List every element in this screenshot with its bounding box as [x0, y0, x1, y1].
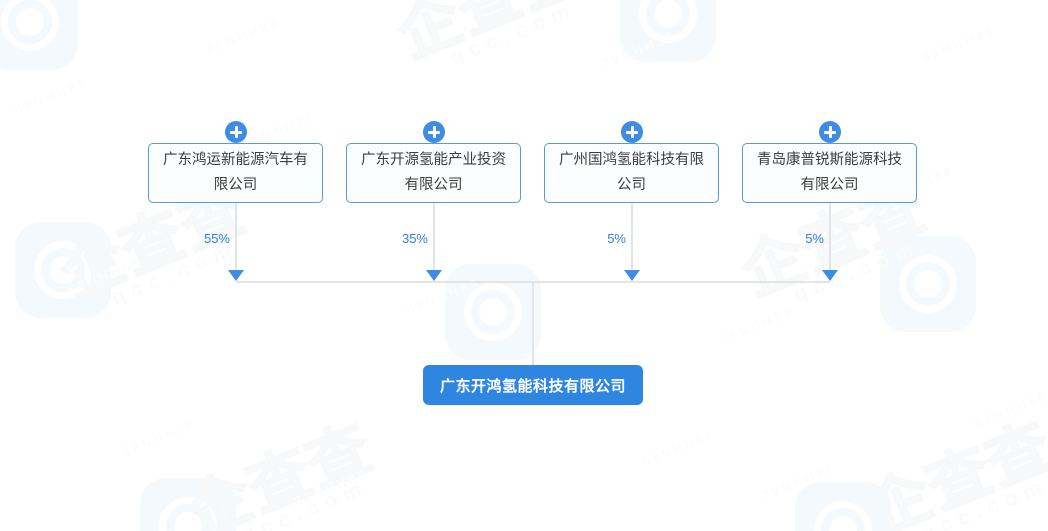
shareholder-node-2[interactable]: 广东开源氢能产业投资有限公司: [346, 143, 521, 203]
expand-node-button-1[interactable]: [225, 121, 247, 143]
connector-vertical-root: [532, 281, 534, 367]
shareholder-node-1[interactable]: 广东鸿运新能源汽车有限公司: [148, 143, 323, 203]
shareholder-node-label-1: 广东鸿运新能源汽车有限公司: [163, 152, 308, 193]
connector-vertical-4: [829, 203, 831, 271]
arrow-head-1: [228, 270, 244, 281]
ownership-percent-1: 55%: [203, 231, 230, 246]
arrow-head-3: [624, 270, 640, 281]
shareholder-node-3[interactable]: 广州国鸿氢能科技有限公司: [544, 143, 719, 203]
connector-vertical-1: [235, 203, 237, 271]
arrow-head-2: [426, 270, 442, 281]
connector-vertical-3: [631, 203, 633, 271]
shareholder-node-label-2: 广东开源氢能产业投资有限公司: [361, 152, 506, 193]
shareholder-node-label-3: 广州国鸿氢能科技有限公司: [559, 152, 704, 193]
shareholder-node-label-4: 青岛康普锐斯能源科技有限公司: [757, 152, 902, 193]
shareholder-node-4[interactable]: 青岛康普锐斯能源科技有限公司: [742, 143, 917, 203]
ownership-percent-2: 35%: [401, 231, 428, 246]
arrow-head-4: [822, 270, 838, 281]
connector-vertical-2: [433, 203, 435, 271]
ownership-percent-3: 5%: [607, 231, 626, 246]
expand-node-button-4[interactable]: [819, 121, 841, 143]
root-company-label: 广东开鸿氢能科技有限公司: [439, 377, 626, 395]
ownership-percent-4: 5%: [805, 231, 824, 246]
expand-node-button-3[interactable]: [621, 121, 643, 143]
expand-node-button-2[interactable]: [423, 121, 445, 143]
root-company-node[interactable]: 广东开鸿氢能科技有限公司: [423, 365, 643, 405]
